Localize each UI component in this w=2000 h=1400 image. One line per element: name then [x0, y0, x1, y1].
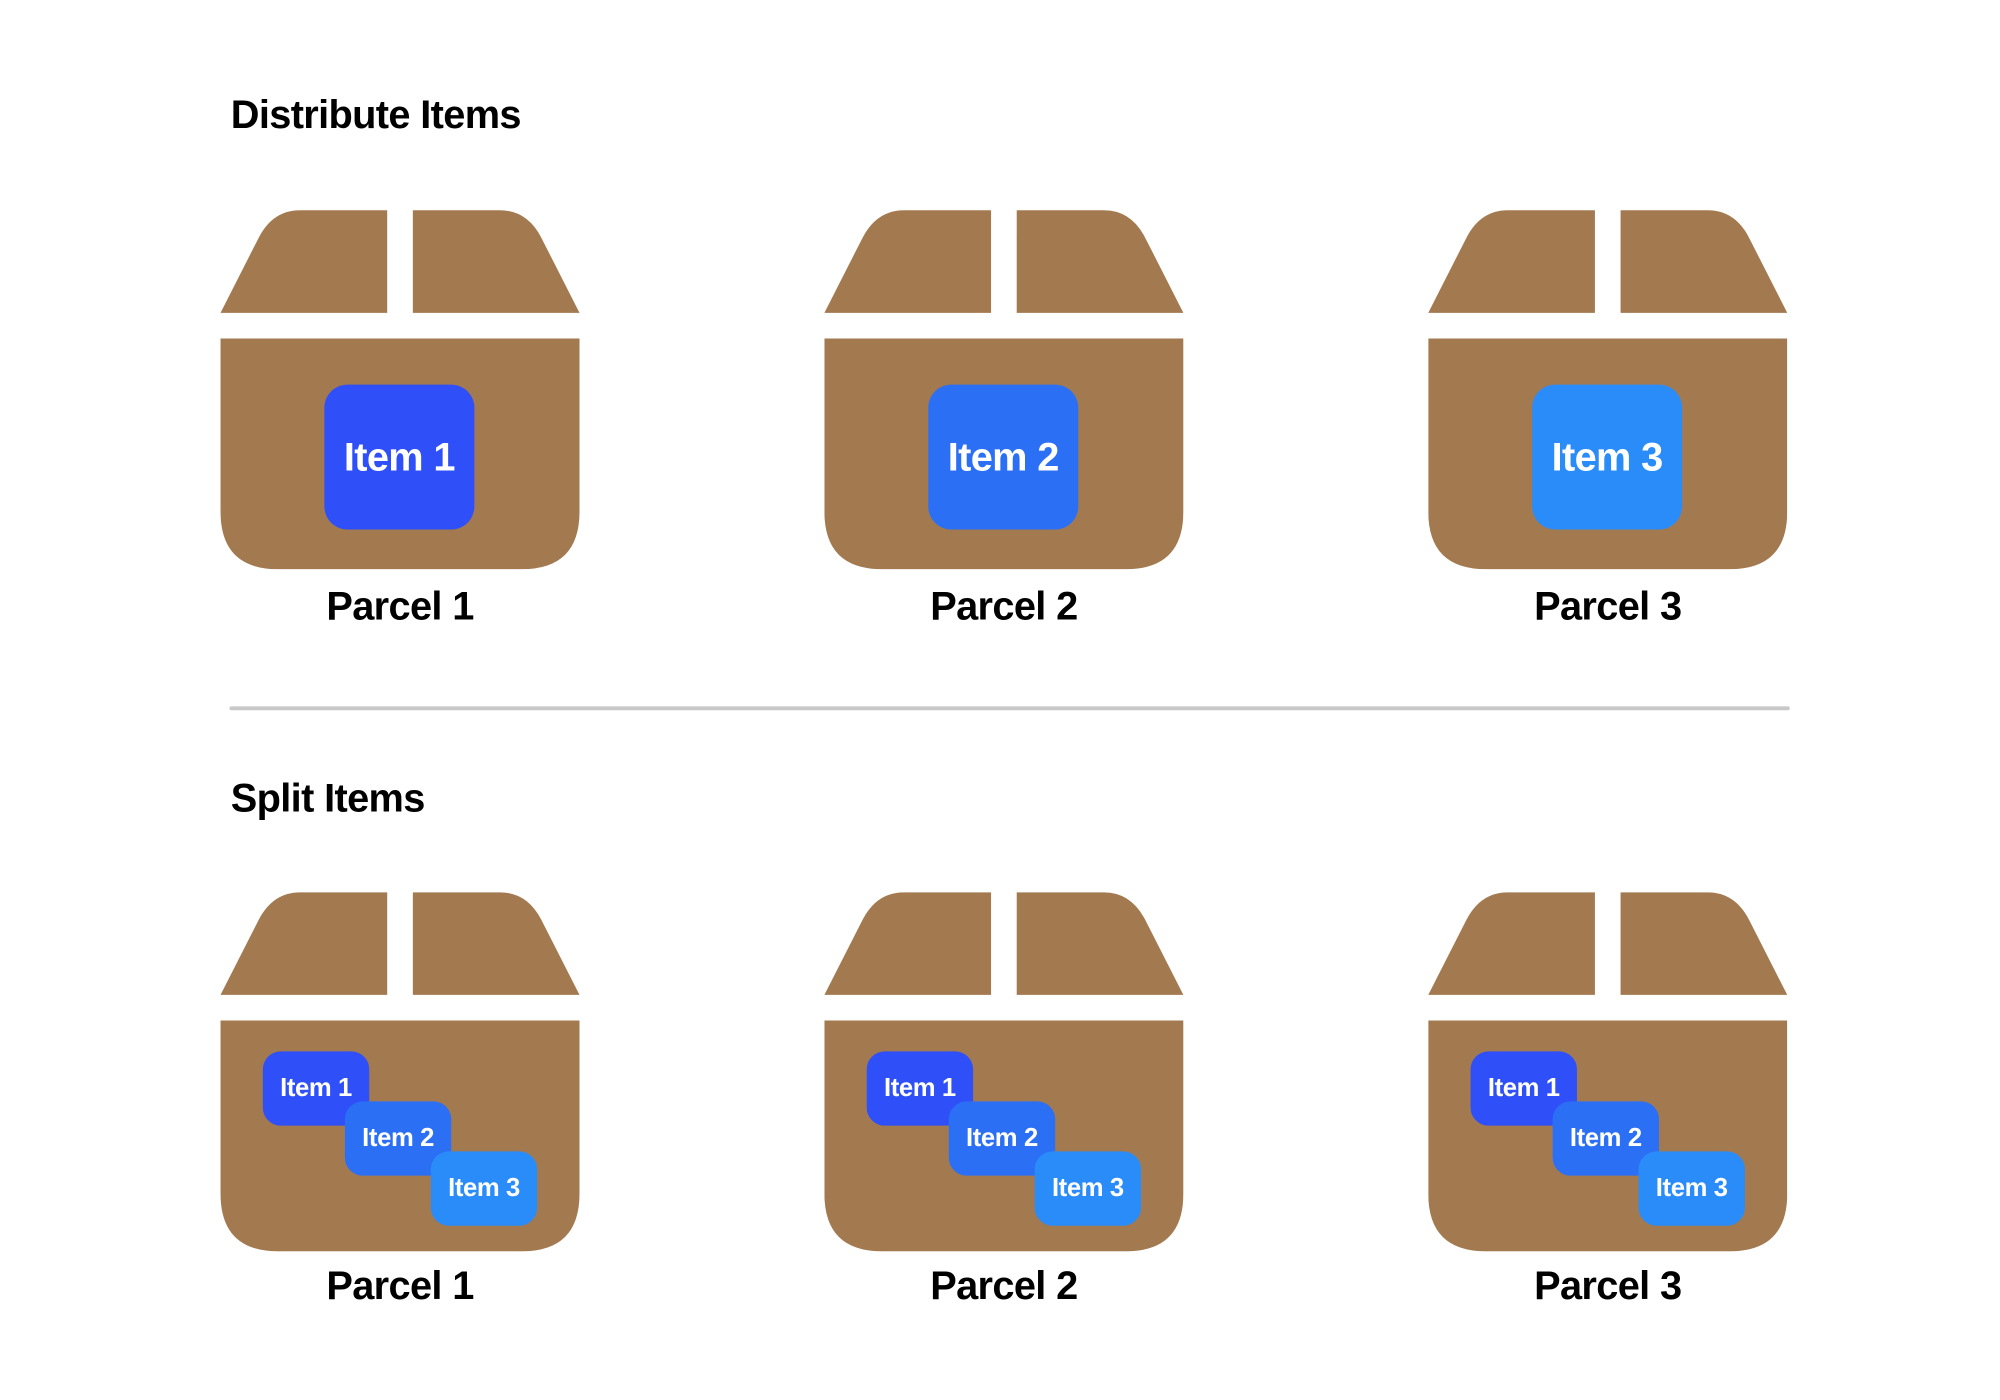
parcel-label: Parcel 1	[326, 583, 474, 629]
item-chip: Item 3	[1034, 1151, 1142, 1226]
parcel-label: Parcel 2	[930, 583, 1078, 629]
parcel-distribute-1: Item 1 Parcel 1	[220, 209, 580, 645]
section-divider	[229, 706, 1790, 711]
item-chip: Item 2	[928, 384, 1079, 530]
parcel-label: Parcel 1	[326, 1262, 474, 1308]
parcel-split-3: Item 1 Item 2 Item 3 Parcel 3	[1428, 891, 1788, 1327]
parcel-split-1: Item 1 Item 2 Item 3 Parcel 1	[220, 891, 580, 1327]
parcel-split-2: Item 1 Item 2 Item 3 Parcel 2	[824, 891, 1184, 1327]
item-chip: Item 3	[430, 1151, 538, 1226]
parcel-distribute-3: Item 3 Parcel 3	[1428, 209, 1788, 645]
section-title-distribute: Distribute Items	[230, 92, 522, 138]
section-title-split: Split Items	[230, 775, 426, 821]
parcel-distribute-2: Item 2 Parcel 2	[824, 209, 1184, 645]
item-chip: Item 1	[324, 384, 475, 530]
item-chip: Item 1	[866, 1051, 974, 1126]
item-chip: Item 2	[1552, 1101, 1660, 1176]
parcel-label: Parcel 3	[1534, 583, 1682, 629]
parcel-label: Parcel 3	[1534, 1262, 1682, 1308]
parcel-label: Parcel 2	[930, 1262, 1078, 1308]
item-chip: Item 3	[1638, 1151, 1745, 1226]
item-chip: Item 3	[1532, 384, 1683, 530]
